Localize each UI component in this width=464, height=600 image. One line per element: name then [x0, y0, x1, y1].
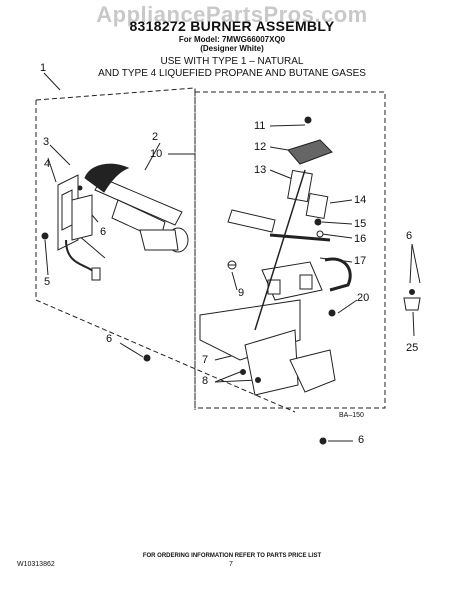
screws: [143, 289, 421, 445]
ordering-note: FOR ORDERING INFORMATION REFER TO PARTS …: [142, 553, 322, 559]
watermark-text: AppliancePartsPros.com: [96, 2, 368, 27]
usage-line-2: AND TYPE 4 LIQUEFIED PROPANE AND BUTANE …: [98, 68, 366, 79]
mounting-bracket: [199, 299, 336, 396]
diagram-code: BA–150: [339, 412, 364, 419]
callout-14: 14: [354, 194, 367, 206]
callout-6-left: 6: [100, 226, 107, 238]
callout-17: 17: [354, 255, 367, 267]
callout-6-right: 6: [406, 230, 413, 242]
callout-3: 3: [43, 136, 50, 148]
callout-8: 8: [202, 375, 209, 387]
callout-9: 9: [238, 287, 245, 299]
callout-2: 2: [152, 131, 159, 143]
page-number: 7: [229, 561, 233, 568]
page-title: 8318272 BURNER ASSEMBLY: [129, 18, 335, 34]
outer-dashed-boundary-lower: [35, 100, 296, 413]
callout-10: 10: [150, 148, 163, 160]
document-id: W10313862: [17, 561, 55, 568]
callout-13: 13: [254, 164, 267, 176]
igniter-wire: [65, 239, 101, 281]
callout-20: 20: [357, 292, 370, 304]
screw-9: [227, 260, 237, 270]
usage-line-1: USE WITH TYPE 1 – NATURAL: [160, 56, 304, 67]
inner-dashed-box: [194, 91, 386, 409]
callout-11: 11: [254, 120, 266, 132]
callout-12: 12: [254, 141, 267, 153]
callout-5: 5: [44, 276, 51, 288]
gas-valve: [227, 116, 352, 331]
callout-7: 7: [202, 354, 209, 366]
callout-16: 16: [354, 233, 367, 245]
model-line: For Model: 7MWG66007XQ0: [178, 35, 286, 44]
callout-6-bottom-left: 6: [106, 333, 113, 345]
callout-4: 4: [44, 158, 51, 170]
igniter-bracket: [41, 174, 93, 251]
callout-1: 1: [40, 62, 47, 74]
model-designation: (Designer White): [200, 44, 264, 53]
callout-15: 15: [354, 218, 367, 230]
burner-tube: [84, 163, 189, 253]
callout-6-bottom: 6: [358, 434, 365, 446]
callout-25: 25: [406, 342, 419, 354]
